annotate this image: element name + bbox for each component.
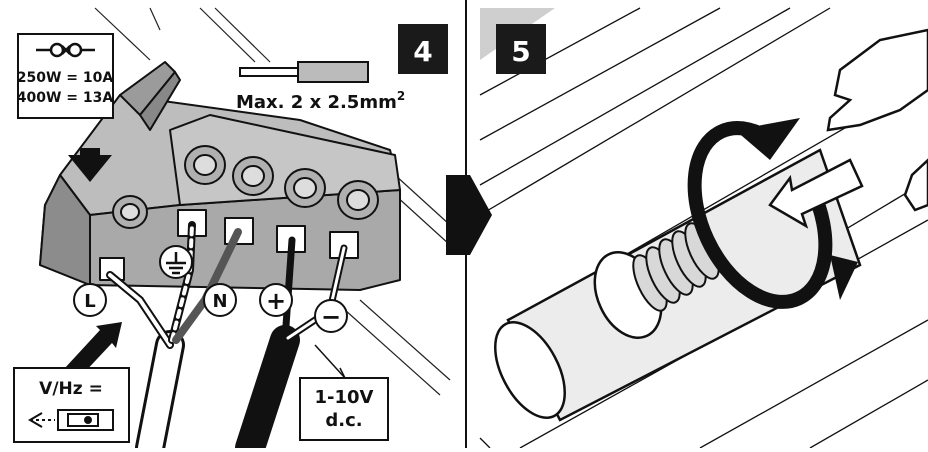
vhz-label: V/Hz =: [39, 379, 103, 399]
dimming-type-label: d.c.: [325, 410, 362, 431]
fuse-icon: [36, 42, 95, 58]
terminal-label-l: L: [84, 291, 95, 312]
lamp-tube: [494, 148, 862, 422]
earth-ground-icon: [166, 252, 186, 275]
cable-spec: Max. 2 x 2.5mm2: [236, 61, 405, 113]
dimming-range-label: 1-10V: [315, 387, 374, 408]
slide-arrow-icon: [768, 158, 864, 229]
terminal-label-plus: +: [266, 287, 286, 315]
terminal-labels: L N + −: [73, 245, 348, 333]
step-number-4: 4: [413, 35, 432, 68]
fuse-label-box: 250W = 10A 400W = 13A: [17, 33, 114, 119]
driver-icon: [28, 409, 114, 431]
left-panel-step-4: 250W = 10A 400W = 13A Max. 2 x 2.5mm2 L: [13, 7, 451, 452]
lamp-thread: [632, 222, 720, 312]
fuse-rating-400w: 400W = 13A: [17, 90, 114, 106]
step-number-5: 5: [511, 35, 530, 68]
dimming-box: 1-10V d.c.: [299, 377, 389, 441]
terminal-label-minus: −: [321, 303, 341, 331]
fuse-rating-250w: 250W = 10A: [17, 70, 114, 86]
step-badge-5: [496, 24, 546, 74]
mounting-rail-lines: [94, 7, 451, 396]
step-badge-4: [398, 24, 448, 74]
cable-icon: [239, 61, 369, 83]
right-panel-step-5: 5: [479, 7, 928, 449]
transition-arrow-icon: [446, 175, 492, 255]
terminal-screws: [112, 145, 379, 229]
hand-icon: [826, 28, 928, 212]
cable-spec-text: Max. 2 x 2.5mm2: [236, 89, 405, 113]
terminal-label-n: N: [212, 291, 227, 312]
vhz-box: V/Hz =: [13, 367, 130, 443]
